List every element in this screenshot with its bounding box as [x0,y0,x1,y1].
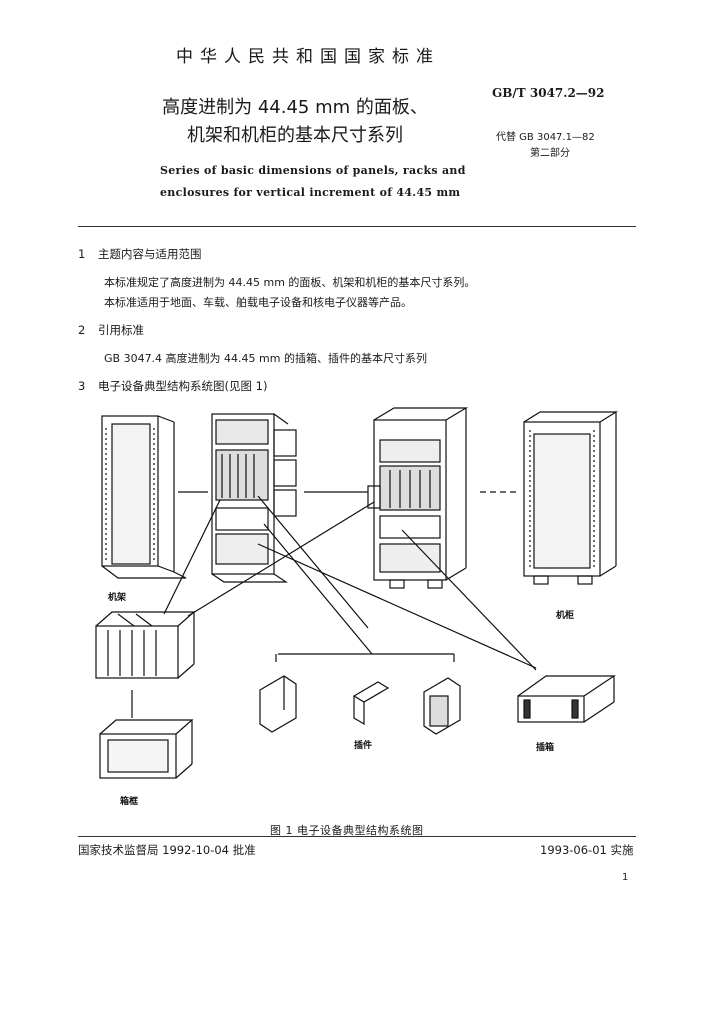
replaces-note: 代替 GB 3047.1—82 [496,132,595,143]
figure-caption: 图 1 电子设备典型结构系统图 [270,824,424,837]
label-cabinet: 机柜 [556,609,574,621]
label-rack: 机架 [108,591,126,603]
rack-drawing [101,415,187,579]
title-cn-line2: 机架和机柜的基本尺寸系列 [187,125,403,146]
header-divider [78,226,636,227]
cabinet-drawing [523,411,619,585]
section-1-heading: 1 主题内容与适用范围 [78,246,202,262]
right-subrack-drawing [517,675,616,723]
section-title: 主题内容与适用范围 [98,247,202,261]
page-number: 1 [622,872,629,883]
section-number: 2 [78,323,86,337]
section-3-heading: 3 电子设备典型结构系统图(见图 1) [78,378,267,394]
section-number: 3 [78,379,86,393]
section-2-heading: 2 引用标准 [78,322,144,338]
label-plugin: 插件 [354,739,372,751]
document-title-en: Series of basic dimensions of panels, ra… [160,160,466,204]
chassis-drawing [99,719,194,779]
section-1-paragraph-1: 本标准规定了高度进制为 44.45 mm 的面板、机架和机柜的基本尺寸系列。 [104,276,476,289]
equipped-cabinet-drawing [367,407,469,589]
footer-divider [78,836,636,837]
subrack-drawing [95,611,196,679]
standard-code: GB/T 3047.2—92 [492,86,605,100]
label-subrack: 插箱 [536,741,554,753]
title-en-line1: Series of basic dimensions of panels, ra… [160,164,466,177]
structure-system-figure: 机架 机柜 插件 插箱 箱框 [95,407,619,807]
title-en-line2: enclosures for vertical increment of 44.… [160,186,461,199]
part-note: 第二部分 [530,148,570,159]
label-chassis: 箱框 [120,795,138,807]
section-number: 1 [78,247,86,261]
section-title: 电子设备典型结构系统图(见图 1) [98,379,268,393]
section-2-paragraph-1: GB 3047.4 高度进制为 44.45 mm 的插箱、插件的基本尺寸系列 [104,352,427,365]
section-title: 引用标准 [98,323,144,337]
document-title-cn: 高度进制为 44.45 mm 的面板、 机架和机柜的基本尺寸系列 [160,94,430,150]
section-1-paragraph-2: 本标准适用于地面、车载、舶载电子设备和核电子仪器等产品。 [104,296,412,309]
plugin-drawings [259,675,461,735]
issued-note: 国家技术监督局 1992-10-04 批准 [78,843,256,857]
effective-note: 1993-06-01 实施 [540,843,634,857]
title-cn-line1: 高度进制为 44.45 mm 的面板、 [162,97,428,118]
standard-title: 中华人民共和国国家标准 [176,47,440,67]
equipped-rack-drawing [211,413,297,583]
